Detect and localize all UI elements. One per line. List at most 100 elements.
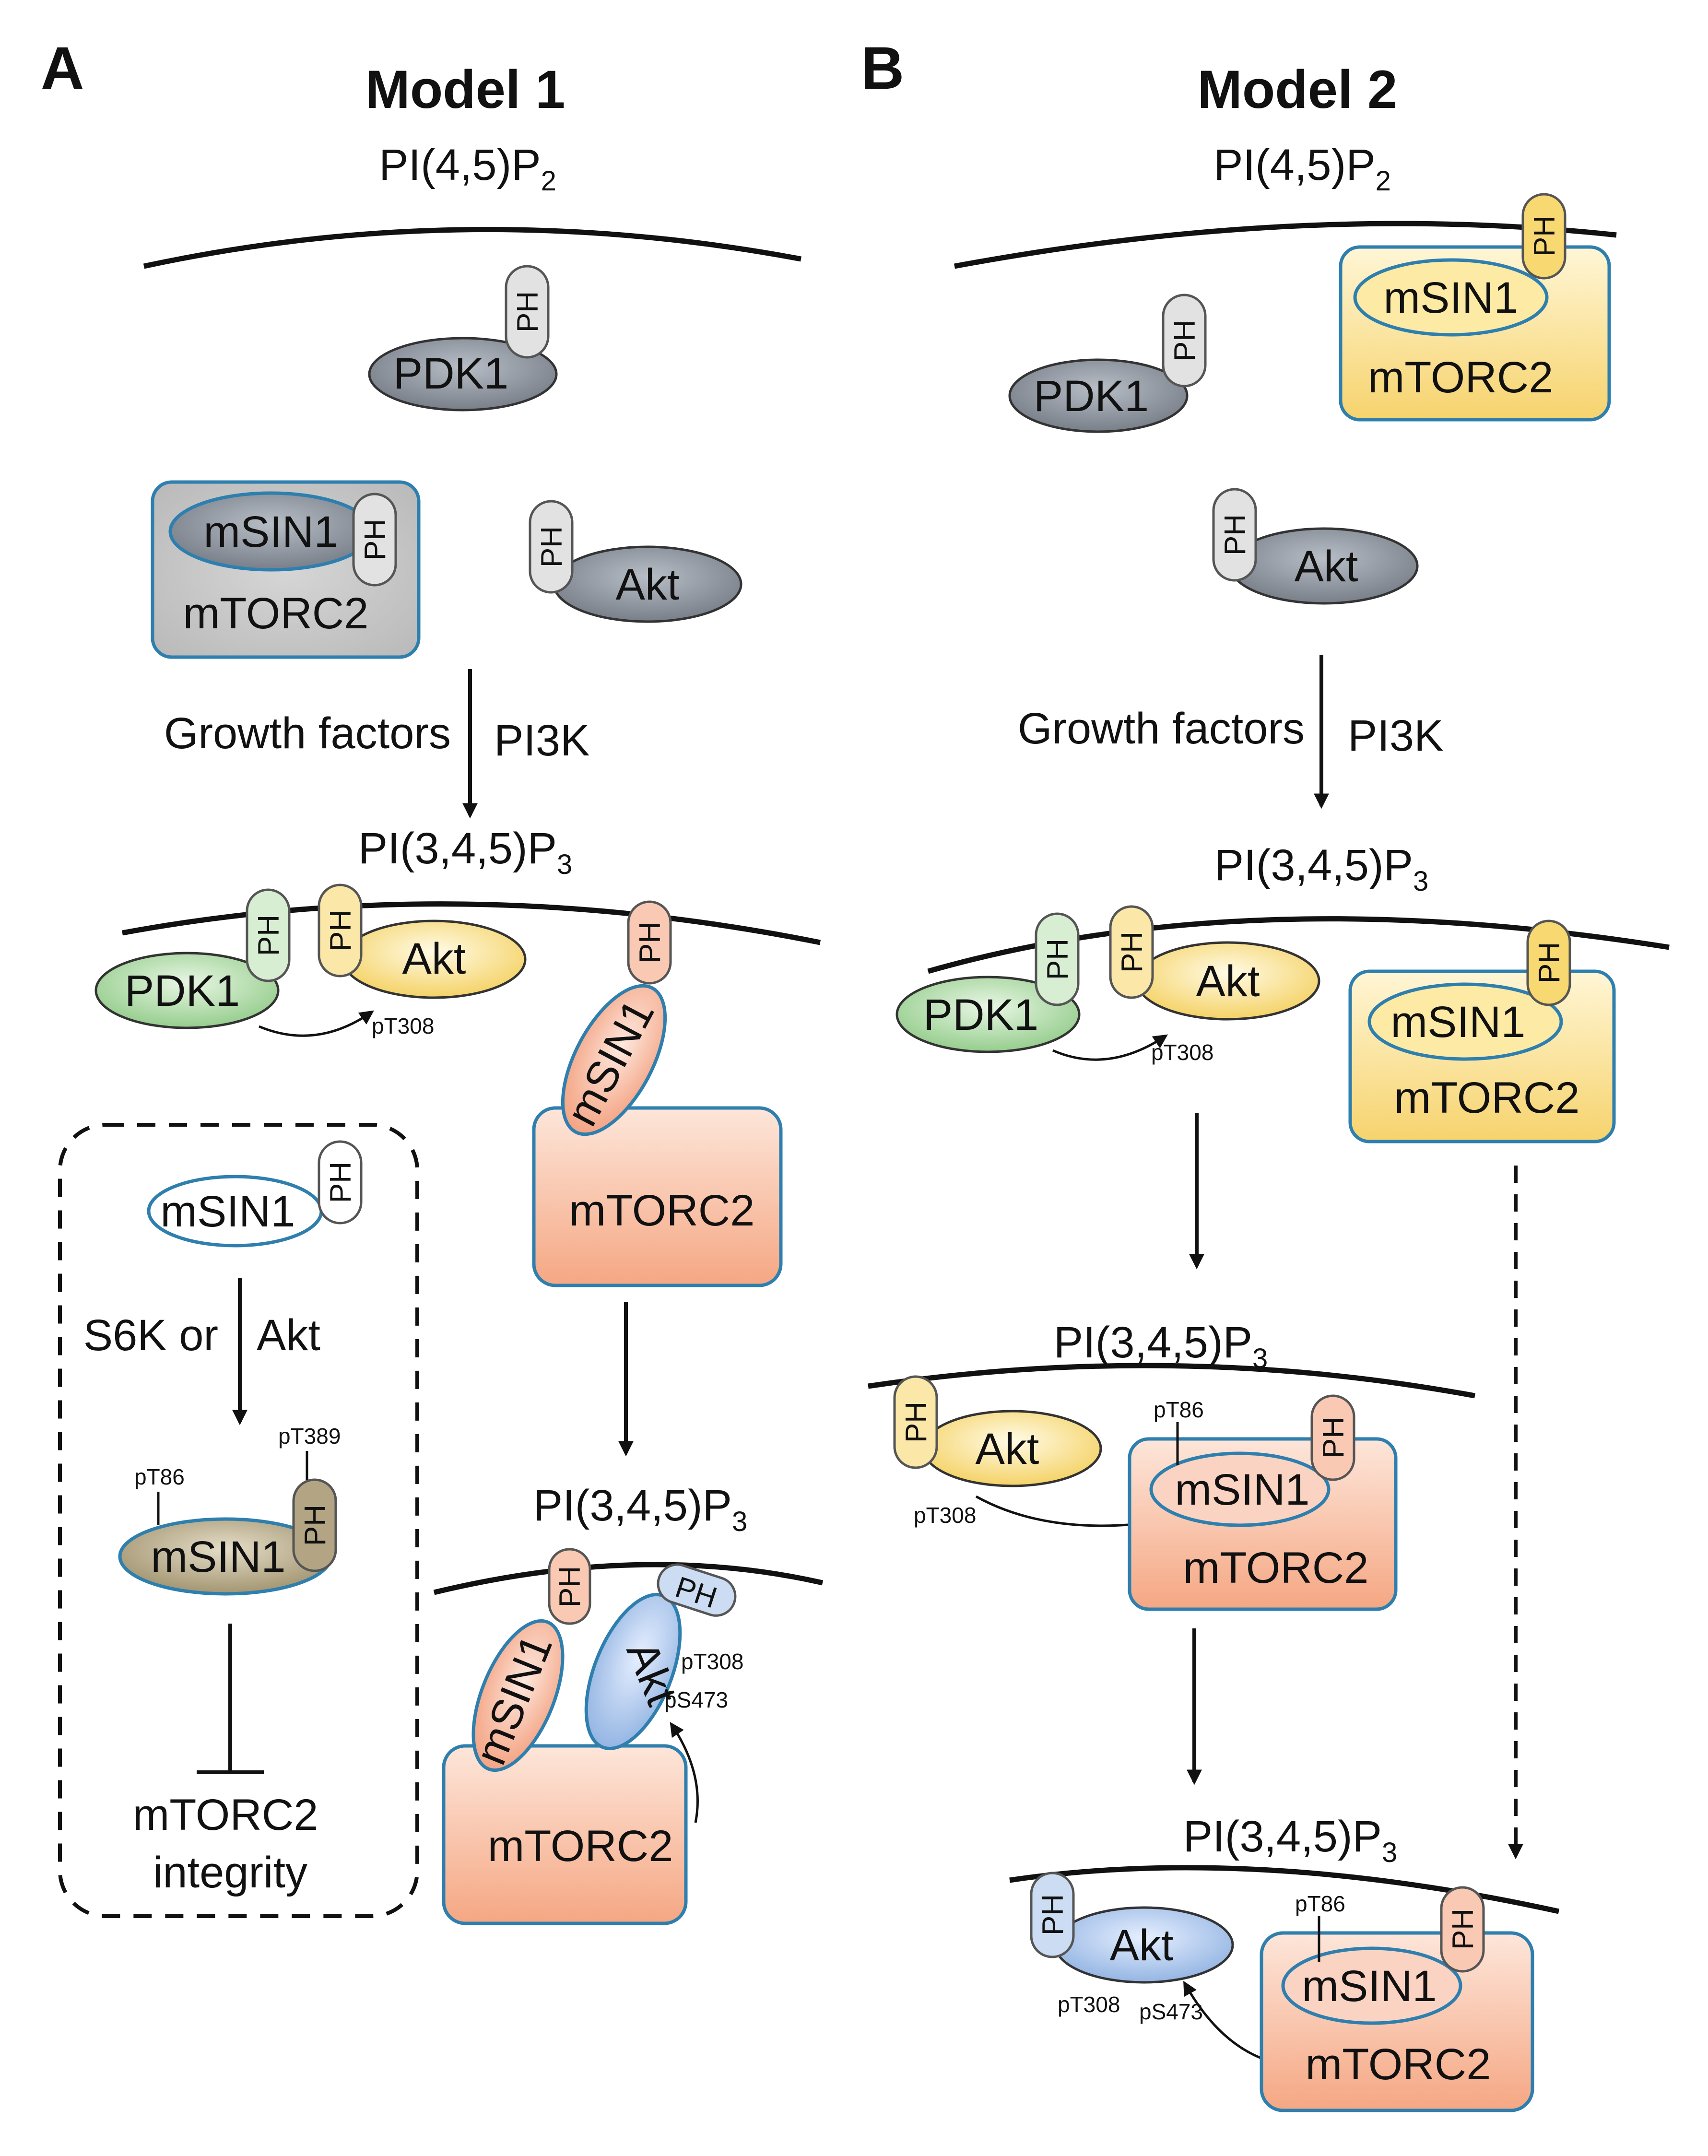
- b-pdk1-green-label: PDK1: [923, 990, 1038, 1039]
- a-akt-kinase-label: Akt: [257, 1311, 320, 1360]
- a-membrane-2: [122, 901, 821, 945]
- a-membrane-1: [143, 227, 802, 269]
- b-pt86-label-2: pT86: [1295, 1891, 1345, 1916]
- a-mtorc2-integrity-1: mTORC2: [133, 1791, 318, 1839]
- b-akt-yellow-ph: PH: [1116, 931, 1149, 973]
- b-akt-yellow-2-ph: PH: [900, 1402, 933, 1443]
- b-akt-to-msin1-arrow: [975, 1495, 1152, 1532]
- b-mtorc2-salmon-1: mSIN1 mTORC2 pT86 PH: [1128, 1394, 1398, 1611]
- a-msin1-tilted-ph: PH: [634, 922, 667, 963]
- a-msin1-white-ph: PH: [324, 1162, 357, 1203]
- b-akt-grey-ph: PH: [1219, 514, 1252, 555]
- b-pdk1-grey: PDK1 PH: [1008, 294, 1207, 433]
- b-msin1-top-label: mSIN1: [1383, 273, 1518, 322]
- b-akt-blue-label: Akt: [1110, 1921, 1174, 1970]
- b-pip3-label-3: PI(3,4,5)P3: [1183, 1812, 1397, 1868]
- a-mtorc2-salmon-label: mTORC2: [569, 1186, 755, 1235]
- b-pdk1-label: PDK1: [1034, 372, 1149, 421]
- a-msin1-khaki-ph: PH: [299, 1505, 332, 1546]
- a-pdk1-label: PDK1: [393, 349, 508, 398]
- a-msin1-grey-ph: PH: [359, 519, 392, 560]
- b-membrane-3: [868, 1363, 1475, 1399]
- b-mtorc2-mid-label: mTORC2: [1394, 1073, 1580, 1122]
- b-pt308-label-1: pT308: [1151, 1040, 1213, 1065]
- b-akt-yellow-2: Akt PH: [893, 1375, 1102, 1487]
- panel-a-title: Model 1: [365, 59, 565, 119]
- b-akt-blue: Akt PH: [1030, 1872, 1234, 1984]
- panel-b-letter: B: [861, 35, 904, 102]
- a-pip2-label: PI(4,5)P2: [379, 141, 556, 197]
- a-akt-grey: Akt PH: [529, 500, 742, 623]
- b-pdk1-green-ph: PH: [1041, 939, 1074, 980]
- b-ps473-arrow: [1183, 1980, 1267, 2062]
- a-ps473-label: pS473: [664, 1687, 728, 1712]
- panel-a-letter: A: [41, 35, 84, 102]
- b-pi3k-label: PI3K: [1348, 711, 1443, 760]
- a-final-complex: mTORC2 mSIN1 PH Akt PH: [442, 1548, 737, 1925]
- b-akt-yellow-2-label: Akt: [976, 1425, 1039, 1473]
- a-pt308-label-2: pT308: [681, 1649, 743, 1674]
- a-growth-factors-label: Growth factors: [164, 709, 451, 758]
- a-final-mtorc2-label: mTORC2: [488, 1822, 673, 1871]
- a-pdk1-ph: PH: [511, 291, 544, 332]
- panel-b-title: Model 2: [1198, 59, 1398, 119]
- a-ps473-arrow: [670, 1722, 699, 1823]
- a-final-msin1-ph: PH: [554, 1566, 587, 1607]
- a-mtorc2-integrity-2: integrity: [153, 1848, 307, 1897]
- a-pt389-label: pT389: [278, 1424, 341, 1449]
- b-msin1-mid-label: mSIN1: [1390, 998, 1525, 1047]
- a-pdk1-green: PDK1 PH: [94, 888, 291, 1029]
- a-s6k-or-label: S6K or: [83, 1311, 218, 1360]
- a-msin1-white: mSIN1 PH: [147, 1140, 363, 1248]
- a-akt-grey-ph: PH: [535, 526, 568, 567]
- b-pt308-label-2: pT308: [914, 1503, 976, 1528]
- a-msin1-white-label: mSIN1: [160, 1187, 295, 1236]
- b-mtorc2-yellow-top: mSIN1 mTORC2 PH: [1339, 193, 1611, 422]
- b-mtorc2-salmon-1-label: mTORC2: [1183, 1543, 1369, 1592]
- b-pt308-label-3: pT308: [1058, 1992, 1120, 2017]
- a-mtorc2-grey-label: mTORC2: [183, 589, 369, 638]
- a-msin1-khaki: pT86 mSIN1 pT389 PH: [118, 1424, 341, 1596]
- a-pdk1-green-label: PDK1: [125, 966, 240, 1015]
- b-mtorc2-yellow-mid: mSIN1 mTORC2 PH: [1348, 919, 1616, 1143]
- b-msin1-mid-ph: PH: [1533, 942, 1566, 983]
- b-akt-grey-label: Akt: [1295, 542, 1358, 591]
- a-akt-grey-label: Akt: [616, 560, 680, 609]
- b-ps473-label: pS473: [1139, 1999, 1203, 2024]
- b-mtorc2-salmon-2: mSIN1 mTORC2 pT86 PH: [1260, 1886, 1534, 2112]
- a-pdk1-green-ph: PH: [252, 915, 285, 956]
- b-growth-factors-label: Growth factors: [1018, 704, 1305, 753]
- b-akt-yellow-label: Akt: [1196, 957, 1260, 1006]
- b-pt86-label-1: pT86: [1154, 1397, 1204, 1422]
- a-msin1-grey-label: mSIN1: [203, 507, 338, 556]
- b-akt-yellow: Akt PH: [1109, 905, 1320, 1021]
- a-mtorc2-salmon: mTORC2 mSIN1 PH: [532, 900, 783, 1287]
- b-pip2-label: PI(4,5)P2: [1213, 141, 1391, 197]
- a-dashed-box: [58, 1123, 419, 1918]
- b-mtorc2-top-label: mTORC2: [1368, 353, 1554, 402]
- b-msin1-salmon-2-label: mSIN1: [1302, 1962, 1437, 2011]
- b-pdk1-to-akt-arrow: [1052, 1034, 1168, 1061]
- b-msin1-salmon-1-ph: PH: [1317, 1417, 1350, 1458]
- b-msin1-salmon-2-ph: PH: [1447, 1909, 1480, 1950]
- a-akt-yellow-label: Akt: [402, 934, 466, 983]
- b-pip3-label-1: PI(3,4,5)P3: [1214, 841, 1428, 897]
- a-mtorc2-grey: mSIN1 PH mTORC2: [151, 480, 421, 659]
- a-pt308-label-1: pT308: [372, 1013, 434, 1038]
- b-akt-grey: Akt PH: [1212, 488, 1419, 605]
- a-akt-yellow-ph: PH: [324, 910, 357, 951]
- a-pip3-label-2: PI(3,4,5)P3: [533, 1481, 747, 1537]
- a-akt-yellow: Akt PH: [318, 884, 527, 999]
- b-mtorc2-salmon-2-label: mTORC2: [1306, 2040, 1491, 2089]
- a-membrane-3: [433, 1562, 824, 1595]
- b-pdk1-ph: PH: [1168, 320, 1201, 361]
- b-pdk1-green: PDK1 PH: [895, 912, 1081, 1053]
- a-pt86-label: pT86: [134, 1464, 185, 1489]
- b-msin1-top-ph: PH: [1528, 215, 1561, 257]
- a-pdk1-grey: PDK1 PH: [368, 265, 558, 412]
- a-pip3-label-1: PI(3,4,5)P3: [358, 824, 572, 880]
- b-akt-blue-ph: PH: [1037, 1894, 1070, 1935]
- a-pdk1-to-akt-arrow: [259, 1010, 374, 1037]
- a-pi3k-label: PI3K: [494, 716, 589, 765]
